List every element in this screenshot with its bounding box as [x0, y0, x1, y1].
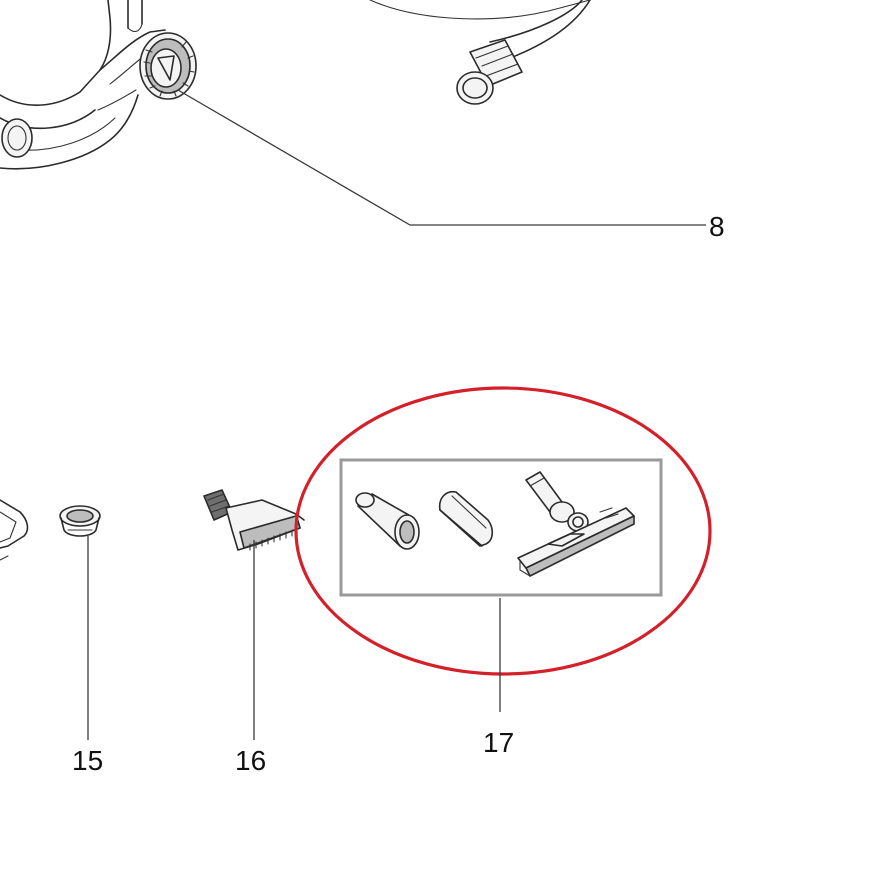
group-frame [339, 458, 663, 597]
crevice-tool [438, 490, 494, 547]
part-8-label: 8 [709, 211, 725, 242]
part-17-accessory-kit [339, 458, 663, 597]
part-15-fitting [59, 505, 101, 537]
round-nozzle-tool [355, 492, 420, 550]
highlight-ellipse [294, 386, 712, 676]
part-17-label: 17 [483, 727, 514, 758]
vacuum-body [0, 0, 166, 170]
floor-nozzle-tool [517, 471, 635, 577]
partial-part-left [0, 499, 29, 561]
part-15-label: 15 [72, 745, 103, 776]
part-16-brush-nozzle [203, 489, 305, 551]
hose-end [369, 0, 591, 105]
leader-line-8 [177, 89, 706, 226]
part-8-knob [139, 32, 197, 100]
part-16-label: 16 [235, 745, 266, 776]
